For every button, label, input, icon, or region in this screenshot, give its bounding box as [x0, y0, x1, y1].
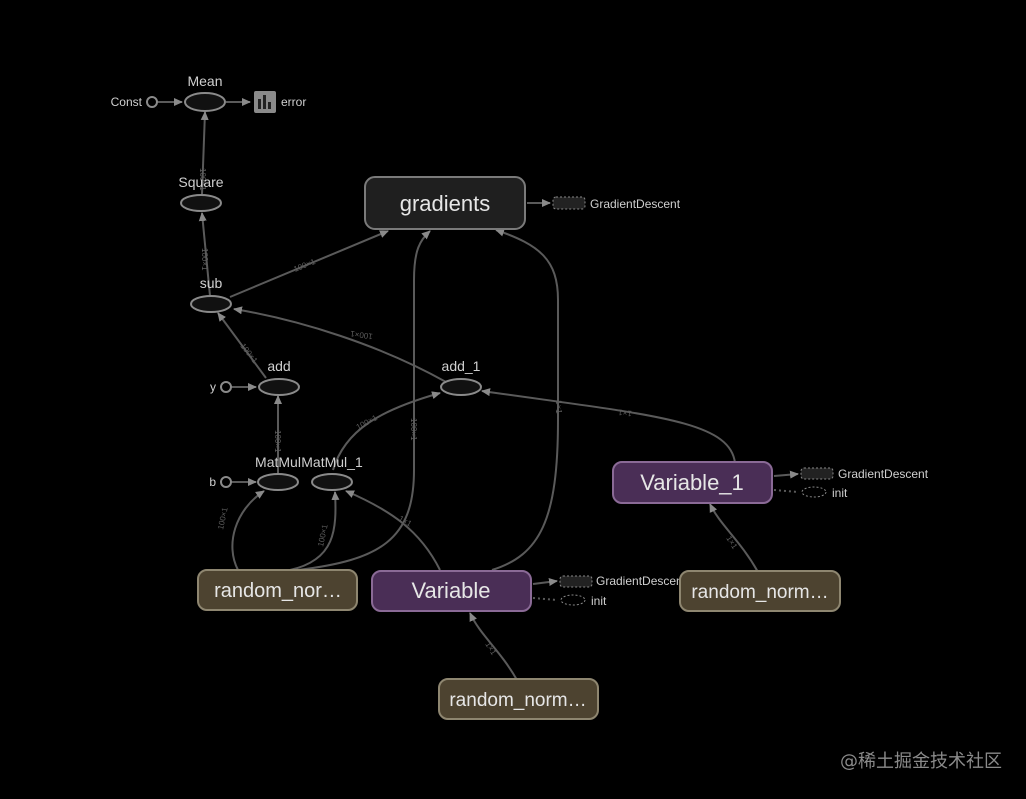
edge-rnleft-matmul1 — [289, 491, 340, 571]
const-node[interactable] — [146, 96, 158, 108]
add-label: add — [267, 358, 290, 374]
square-label: Square — [178, 174, 223, 190]
edge-add1-sub — [233, 306, 447, 383]
edge-label-sub-gradients: 100×1 — [292, 257, 317, 274]
variable-1-node[interactable] — [612, 461, 773, 504]
matmul-label: MatMul — [255, 454, 301, 470]
edge-rnleft-matmul — [231, 490, 265, 571]
gradients-label: gradients — [400, 191, 491, 216]
matmul-node[interactable] — [257, 473, 299, 491]
init-label-var1: init — [832, 486, 848, 500]
edge-label-sub-square: 100×1 — [200, 248, 209, 271]
edge-variable-matmul1 — [345, 490, 441, 571]
edge-add-sub — [217, 312, 267, 379]
edge-var1-add1 — [481, 388, 736, 464]
edge-label-rn-matmul1: 100×1 — [316, 523, 330, 547]
edge-rnleft-gradients — [297, 230, 431, 571]
edge-label-rn-gradients: 100×1 — [409, 418, 418, 441]
sub-label: sub — [200, 275, 223, 291]
watermark: @稀土掘金技术社区 — [840, 751, 1002, 772]
random-normal-mid-node[interactable] — [438, 678, 599, 720]
error-label: error — [281, 95, 306, 109]
variable-label: Variable — [411, 578, 490, 603]
edge-label-matmul1-add1: 100×1 — [355, 413, 380, 432]
add-1-node[interactable] — [440, 378, 482, 396]
mean-label: Mean — [187, 73, 222, 89]
edge-var1-gd — [773, 470, 799, 479]
mean-node[interactable] — [184, 92, 226, 112]
edge-label-square-mean: 100×1 — [198, 168, 207, 191]
edge-variable-init — [532, 597, 558, 601]
edge-label-var-gradients: 1×1 — [554, 400, 563, 414]
bar-chart-icon[interactable] — [254, 91, 276, 113]
edge-square-mean — [200, 111, 209, 195]
random-normal-right-node[interactable] — [679, 570, 841, 612]
gradient-descent-label-var: GradientDescent — [596, 574, 687, 588]
init-node-var[interactable] — [560, 594, 586, 606]
edge-label-rnright-var1: 1×1 — [724, 534, 739, 551]
sub-node[interactable] — [190, 295, 232, 313]
init-label-var: init — [591, 594, 607, 608]
square-node[interactable] — [180, 194, 222, 212]
init-node-var1[interactable] — [801, 486, 827, 498]
edge-rnmid-var — [469, 612, 518, 681]
variable-node[interactable] — [371, 570, 532, 612]
edge-label-rn-matmul: 100×1 — [216, 506, 230, 530]
y-label: y — [210, 380, 216, 394]
add-node[interactable] — [258, 378, 300, 396]
gradient-descent-node-var[interactable] — [559, 575, 593, 588]
gradient-descent-label-var1: GradientDescent — [838, 467, 929, 481]
random-normal-mid-label: random_norm… — [449, 690, 586, 711]
random-normal-left-node[interactable] — [197, 569, 358, 611]
edge-var1-init — [773, 489, 799, 493]
edge-label-rnmid-var: 1×1 — [483, 640, 498, 657]
matmul-1-label: MatMul_1 — [301, 454, 363, 470]
edge-matmul1-add1 — [332, 391, 441, 471]
edge-variable-gradients — [491, 228, 559, 571]
gradient-descent-label-var-clip: GradientDescent — [596, 574, 687, 588]
add-1-label: add_1 — [442, 358, 481, 374]
gradient-descent-node-var1[interactable] — [800, 467, 834, 480]
const-label: Const — [111, 95, 143, 109]
random-normal-right-label: random_norm… — [691, 582, 828, 603]
random-normal-left-label: random_nor… — [214, 580, 342, 602]
edge-sub-gradients — [229, 230, 389, 298]
edge-label-matmul-add: 100×1 — [273, 430, 282, 453]
edge-label-add1-sub: 100×1 — [349, 329, 373, 341]
gradient-descent-node-top[interactable] — [552, 196, 586, 210]
b-label: b — [209, 475, 216, 489]
edge-variable-gd — [532, 578, 558, 586]
gradients-node[interactable] — [364, 176, 526, 230]
gradient-descent-label-top: GradientDescent — [590, 197, 681, 211]
y-node[interactable] — [220, 381, 232, 393]
edge-sub-square — [198, 212, 211, 297]
edge-label-add-sub: 100×1 — [238, 342, 259, 366]
edge-label-var1-add1: 1×1 — [617, 408, 632, 418]
matmul-1-node[interactable] — [311, 473, 353, 491]
b-node[interactable] — [220, 476, 232, 488]
variable-1-label: Variable_1 — [640, 470, 744, 495]
edge-rnright-var1 — [709, 503, 759, 573]
